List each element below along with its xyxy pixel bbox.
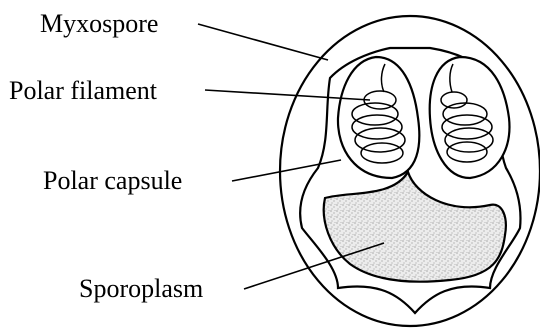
label-polar-filament: Polar filament xyxy=(9,76,158,105)
myxospore-leader-line xyxy=(198,24,328,60)
label-polar-capsule: Polar capsule xyxy=(43,166,182,195)
label-myxospore: Myxospore xyxy=(40,9,158,38)
label-sporoplasm: Sporoplasm xyxy=(79,274,203,303)
